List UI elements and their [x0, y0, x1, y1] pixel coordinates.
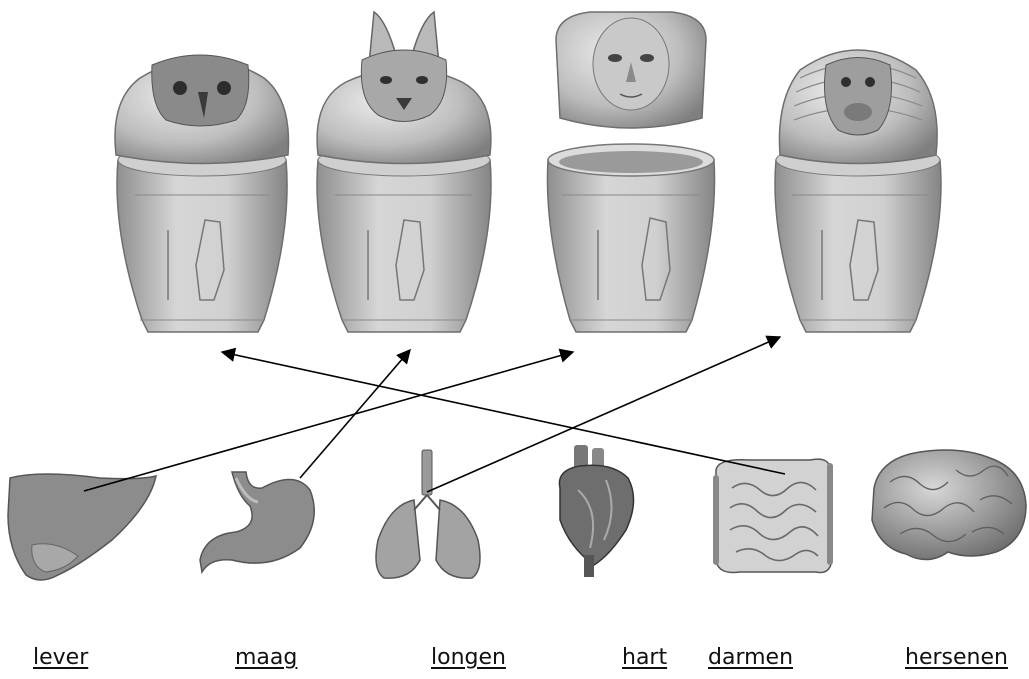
human-head-jar: [547, 12, 714, 332]
lungs-icon: [376, 450, 480, 578]
label-darmen: darmen: [708, 647, 793, 669]
jackal-head-jar: [317, 12, 491, 332]
connection-arrows: [84, 337, 785, 492]
brain-icon: [872, 450, 1026, 560]
arrow-maag-jackal: [300, 350, 410, 478]
intestines-icon: [716, 459, 832, 572]
label-hersenen: hersenen: [905, 647, 1008, 669]
liver-icon: [8, 474, 156, 580]
stomach-icon: [200, 472, 314, 572]
label-lever: lever: [33, 647, 88, 669]
label-longen: longen: [431, 647, 506, 669]
arrow-lever-human: [84, 352, 573, 491]
label-maag: maag: [235, 647, 297, 669]
baboon-head-jar: [775, 50, 941, 332]
arrow-darmen-falcon: [222, 352, 785, 474]
falcon-head-jar: [115, 55, 289, 332]
heart-icon: [559, 445, 633, 577]
label-hart: hart: [622, 647, 667, 669]
